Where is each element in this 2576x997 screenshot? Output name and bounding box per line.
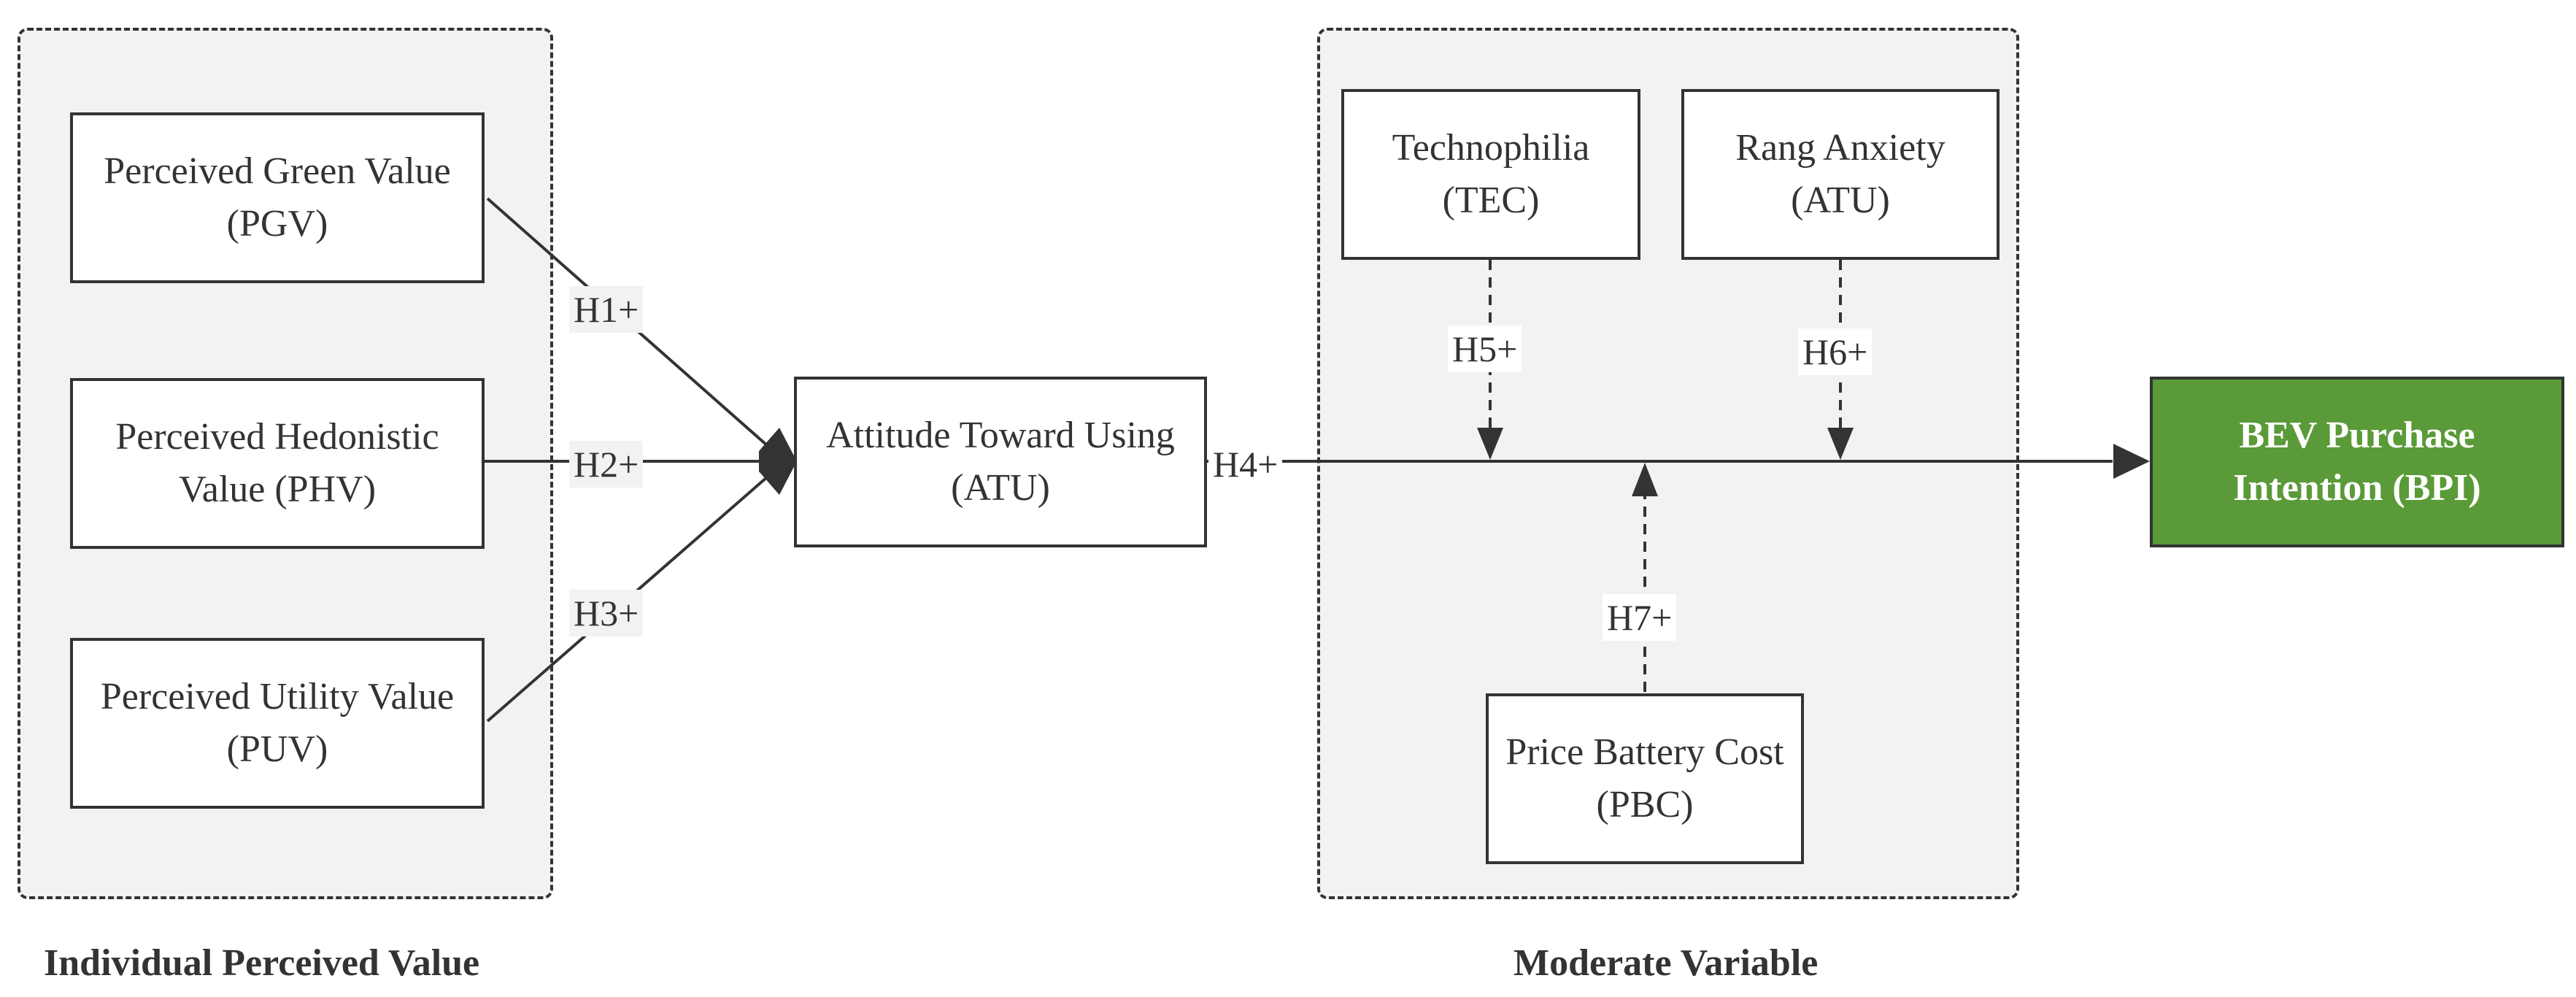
node-price-battery-cost: Price Battery Cost (PBC) (1486, 693, 1804, 864)
node-attitude-toward-using: Attitude Toward Using (ATU) (794, 377, 1207, 547)
node-perceived-hedonistic-value: Perceived Hedonistic Value (PHV) (70, 378, 485, 549)
edge-h7-arrowhead (1632, 463, 1658, 496)
node-range-anxiety: Rang Anxiety (ATU) (1681, 89, 2000, 260)
edge-label-h4: H4+ (1208, 441, 1283, 488)
edge-label-h1: H1+ (569, 286, 644, 333)
node-bev-purchase-intention: BEV Purchase Intention (BPI) (2150, 377, 2564, 547)
node-technophilia: Technophilia (TEC) (1341, 89, 1640, 260)
edge-h5-arrowhead (1477, 428, 1503, 460)
edge-label-h2: H2+ (569, 441, 644, 488)
edge-h4-arrowhead (2113, 444, 2150, 479)
edge-label-h5: H5+ (1448, 326, 1522, 372)
edge-label-h7: H7+ (1603, 594, 1677, 641)
node-perceived-utility-value: Perceived Utility Value (PUV) (70, 638, 485, 809)
edge-h6-arrowhead (1827, 428, 1854, 460)
group-title-individual-perceived-value: Individual Perceived Value (44, 942, 480, 984)
node-perceived-green-value: Perceived Green Value (PGV) (70, 112, 485, 283)
group-title-moderate-variable: Moderate Variable (1513, 942, 1819, 984)
edge-label-h3: H3+ (569, 590, 644, 636)
edge-label-h6: H6+ (1798, 328, 1873, 375)
edge-junction-arrowhead (759, 428, 797, 495)
